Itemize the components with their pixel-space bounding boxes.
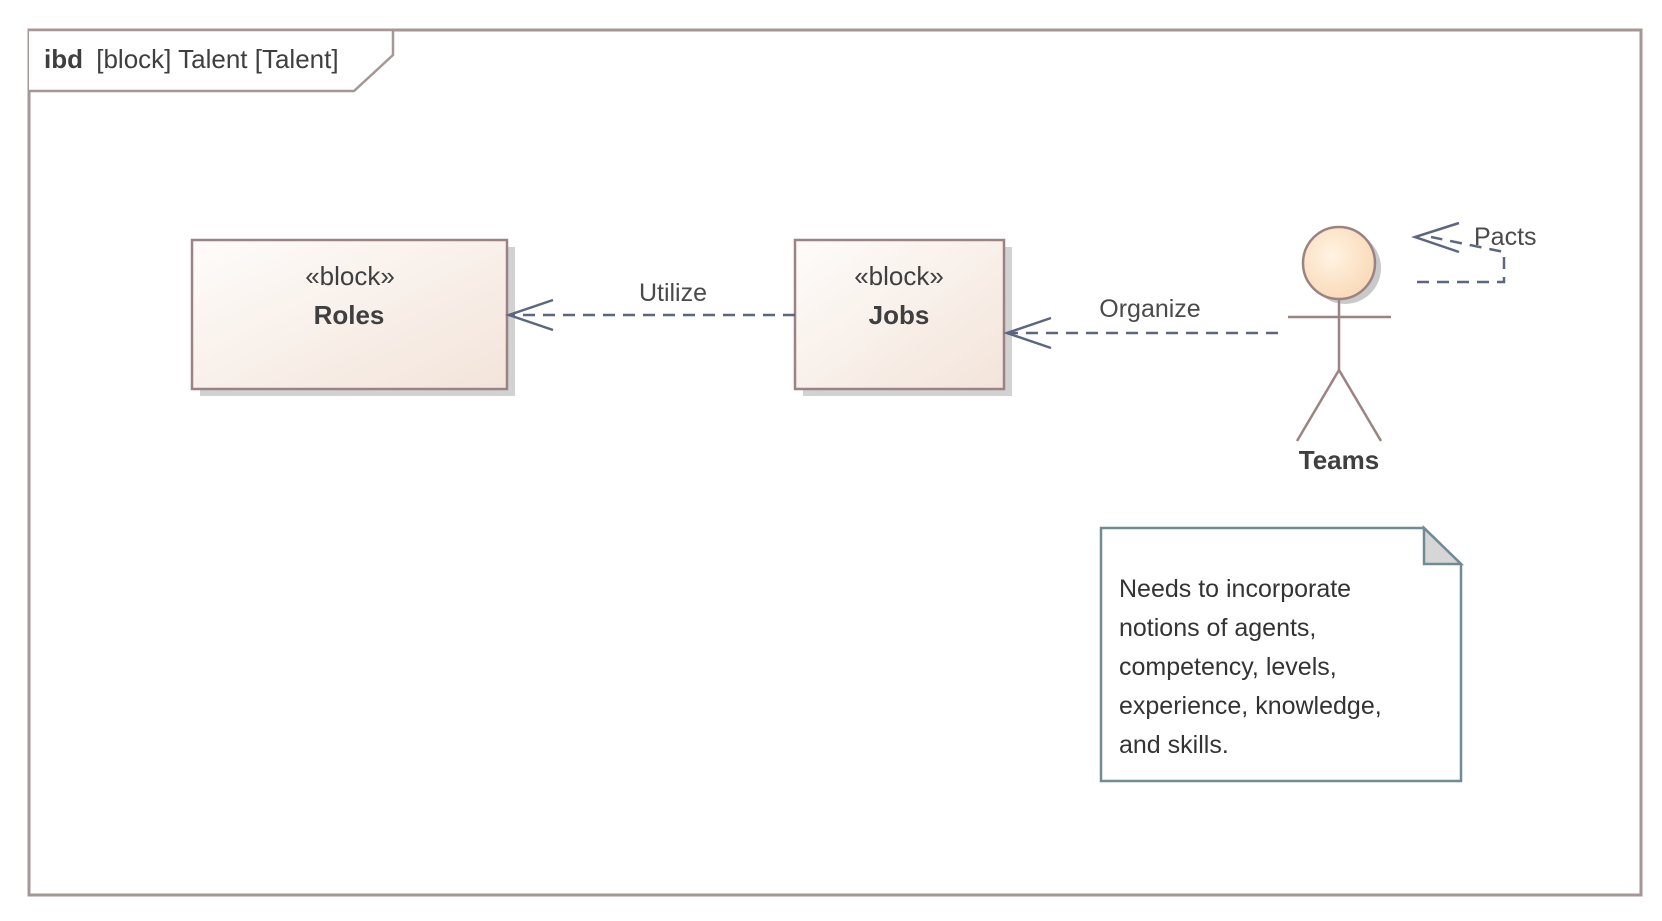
block-roles-name: Roles — [314, 300, 385, 330]
actor-teams[interactable]: Teams — [1288, 225, 1391, 475]
block-jobs-stereotype: «block» — [854, 261, 944, 291]
block-roles[interactable]: «block» Roles — [190, 238, 515, 396]
note-line: notions of agents, — [1119, 614, 1317, 642]
connector-utilize-label: Utilize — [639, 279, 707, 307]
frame-kind: ibd — [44, 44, 83, 74]
connector-pacts-label: Pacts — [1474, 223, 1537, 251]
actor-head-icon — [1301, 225, 1377, 301]
note-line: competency, levels, — [1119, 653, 1337, 681]
connector-organize-label: Organize — [1099, 295, 1200, 323]
block-jobs[interactable]: «block» Jobs — [793, 238, 1012, 396]
note-line: Needs to incorporate — [1119, 575, 1352, 603]
connector-organize[interactable]: Organize — [1003, 295, 1278, 350]
note-line: and skills. — [1119, 731, 1229, 759]
note-line: experience, knowledge, — [1119, 692, 1382, 720]
actor-teams-name: Teams — [1299, 445, 1379, 475]
connector-utilize[interactable]: Utilize — [505, 279, 795, 332]
diagram-frame: ibd [block] Talent [Talent] — [27, 28, 1643, 897]
block-jobs-name: Jobs — [869, 300, 930, 330]
frame-name: [block] Talent [Talent] — [96, 44, 338, 74]
frame-title: ibd [block] Talent [Talent] — [44, 44, 339, 74]
note-fold-icon — [1422, 525, 1465, 566]
block-roles-stereotype: «block» — [305, 261, 395, 291]
note-text: Needs to incorporate notions of agents, … — [1119, 570, 1459, 765]
connector-pacts[interactable]: Pacts — [1411, 221, 1537, 284]
note[interactable] — [1099, 525, 1465, 783]
